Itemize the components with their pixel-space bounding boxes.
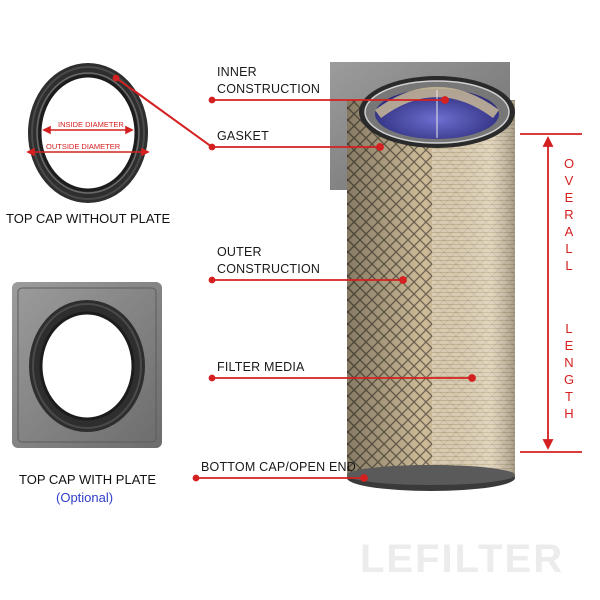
length-text: L E N G T H [561,322,577,424]
cartridge-filter [330,62,515,491]
bottom-cap-label: BOTTOM CAP/OPEN END [201,460,356,474]
length-letter: G [563,372,575,387]
overall-length-dimension [520,133,582,453]
gasket-label: GASKET [217,129,269,143]
length-letter: E [564,338,574,353]
length-letter: L [565,321,573,336]
overall-text: O V E R A L L [561,157,577,276]
inner-construction-label-line2: CONSTRUCTION [217,82,321,96]
overall-letter: L [565,241,573,256]
watermark: LEFILTER [360,537,565,581]
overall-letter: V [564,173,574,188]
caption-top-cap-without-plate: TOP CAP WITHOUT PLATE [6,211,171,226]
overall-letter: L [565,258,573,273]
filter-media-label: FILTER MEDIA [217,360,305,374]
caption-optional: (Optional) [56,490,114,505]
length-letter: T [565,389,573,404]
inner-construction-label-line1: INNER [217,65,257,79]
overall-letter: O [563,156,575,171]
length-letter: N [564,355,574,370]
inside-diameter-label: INSIDE DIAMETER [58,120,124,129]
overall-letter: R [564,207,574,222]
outer-construction-label-line2: CONSTRUCTION [217,262,321,276]
overall-letter: A [564,224,574,239]
diameter-arrows [26,125,150,157]
top-cap-with-plate [12,282,162,448]
outside-diameter-label: OUTSIDE DIAMETER [46,142,121,151]
top-cap-without-plate [28,63,148,203]
outer-construction-label-line1: OUTER [217,245,262,259]
length-letter: H [564,406,574,421]
caption-top-cap-with-plate: TOP CAP WITH PLATE [19,472,157,487]
callout-lines [112,74,476,482]
overall-letter: E [564,190,574,205]
